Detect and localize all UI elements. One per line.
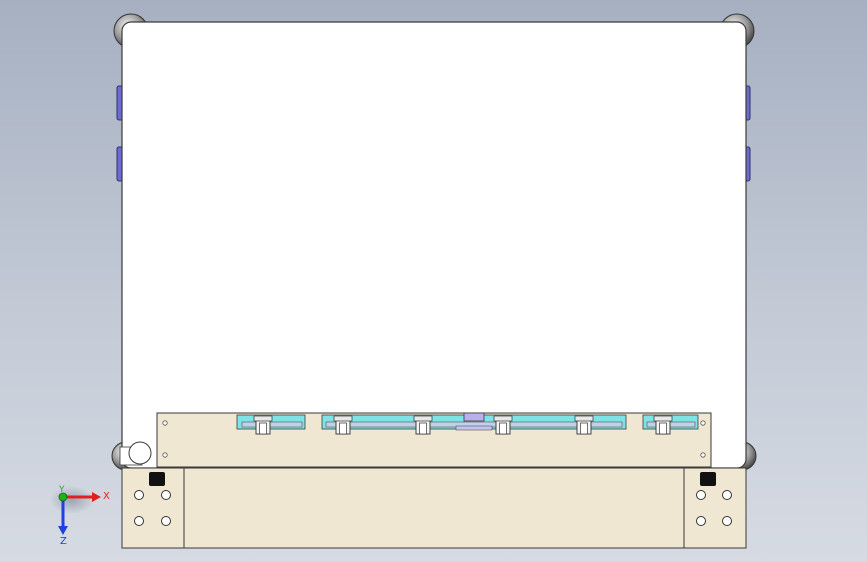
- rail-screw: [700, 420, 706, 426]
- base-block[interactable]: [121, 467, 747, 549]
- rail-inner: [241, 421, 303, 428]
- rail-plate[interactable]: [156, 412, 712, 468]
- clip[interactable]: [653, 415, 673, 435]
- main-panel[interactable]: [121, 21, 747, 469]
- y-axis-dot: [58, 492, 68, 502]
- clip[interactable]: [253, 415, 273, 435]
- clip[interactable]: [333, 415, 353, 435]
- x-axis-label: X: [103, 491, 110, 502]
- mount-hole: [161, 516, 171, 526]
- y-axis-label: Y: [58, 485, 65, 495]
- mount-hole: [134, 490, 144, 500]
- rail-center-block: [463, 412, 485, 422]
- coordinate-triad: X Y Z: [50, 485, 110, 547]
- mount-hole: [161, 490, 171, 500]
- rail-screw: [162, 452, 168, 458]
- rail-screw: [700, 452, 706, 458]
- mount-hole: [134, 516, 144, 526]
- rail-center-block: [455, 425, 493, 431]
- mount-hole: [722, 516, 732, 526]
- stop-block-left: [149, 472, 165, 486]
- x-axis-arrowhead: [92, 492, 101, 502]
- clip[interactable]: [574, 415, 594, 435]
- mount-hole: [696, 516, 706, 526]
- stop-block-right: [700, 472, 716, 486]
- clip[interactable]: [413, 415, 433, 435]
- triad-shadow: [50, 486, 94, 514]
- z-axis-arrowhead: [58, 526, 68, 535]
- z-axis-label: Z: [60, 536, 67, 547]
- base-body: [121, 467, 747, 549]
- mount-hole: [696, 490, 706, 500]
- rail-inner: [646, 421, 696, 428]
- rail-screw: [162, 420, 168, 426]
- clip[interactable]: [493, 415, 513, 435]
- mount-hole: [722, 490, 732, 500]
- lower-left-knob[interactable]: [119, 441, 152, 466]
